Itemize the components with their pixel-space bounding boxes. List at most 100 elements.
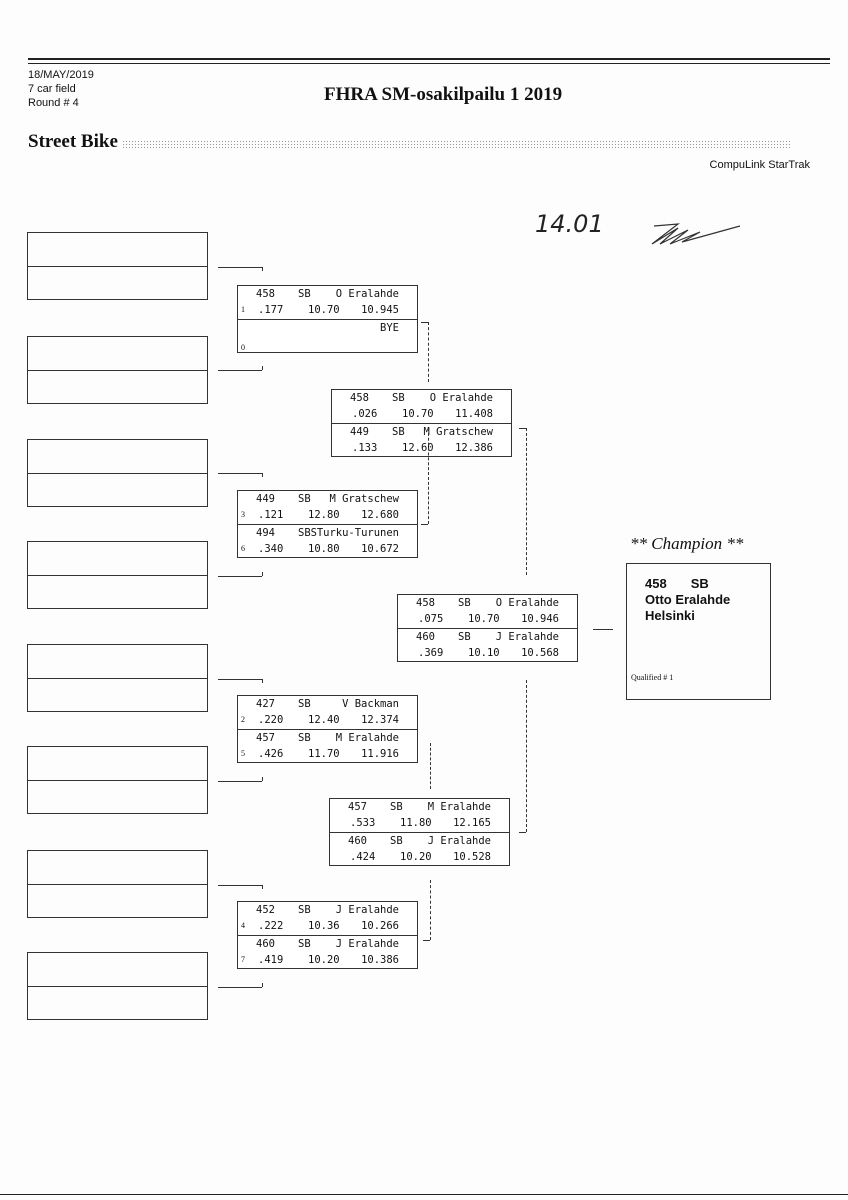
elapsed-time: 10.946 [521, 613, 559, 625]
connector-line [218, 987, 262, 988]
racer-name: V Backman [342, 698, 399, 710]
connector-tick [262, 366, 263, 370]
reaction-time: .533 [350, 817, 376, 829]
top-rule-thin [28, 63, 830, 64]
qualifying-seed: 1 [241, 305, 245, 314]
racer-times-row: 0 [238, 340, 417, 356]
dial-in: 10.70 [468, 613, 500, 625]
dial-in: 11.70 [308, 748, 340, 760]
reaction-time: .075 [418, 613, 444, 625]
bike-number: 427 [256, 698, 275, 710]
dotted-fill [122, 140, 792, 150]
bracket-dashed-line [430, 743, 431, 789]
racer-class: SB [298, 732, 311, 744]
dial-in: 10.10 [468, 647, 500, 659]
bracket-corner [519, 832, 526, 833]
racer-name: M Gratschew [329, 493, 399, 505]
racer-class: SB [390, 801, 403, 813]
elapsed-time: 12.680 [361, 509, 399, 521]
connector-line [218, 370, 262, 371]
racer-name: J Eralahde [335, 938, 399, 950]
racer-class: SB [458, 631, 471, 643]
racer-class: SB [298, 288, 311, 300]
bike-number: 458 [350, 392, 369, 404]
bike-number: 460 [416, 631, 435, 643]
champion-city: Helsinki [645, 608, 695, 623]
racer-name: O Eralahde [495, 597, 559, 609]
bike-number: 458 [416, 597, 435, 609]
reaction-time: .369 [418, 647, 444, 659]
bike-number: 460 [256, 938, 275, 950]
connector-line [218, 781, 262, 782]
bike-number: 452 [256, 904, 275, 916]
racer-id-row: BYE [238, 320, 417, 336]
top-rule [28, 58, 830, 60]
reaction-time: .426 [258, 748, 284, 760]
qualifying-seed: 3 [241, 510, 245, 519]
reaction-time: .419 [258, 954, 284, 966]
bike-number: 457 [256, 732, 275, 744]
elapsed-time: 10.528 [453, 851, 491, 863]
empty-qualifier-slot [27, 850, 208, 918]
racer-name: J Eralahde [335, 904, 399, 916]
racer-class: SB [298, 493, 311, 505]
qualifying-seed: 2 [241, 715, 245, 724]
reaction-time: .222 [258, 920, 284, 932]
empty-qualifier-slot [27, 746, 208, 814]
racer-class: SB [298, 938, 311, 950]
elapsed-time: 11.916 [361, 748, 399, 760]
slot-divider [28, 370, 207, 371]
connector-line [218, 885, 262, 886]
handwritten-note: 14.01 [535, 210, 604, 238]
racer-id-row: 460 SB J Eralahde [238, 936, 417, 952]
bracket-dashed-line [428, 322, 429, 382]
elapsed-time: 10.266 [361, 920, 399, 932]
racer-times-row: .075 10.70 10.946 [398, 611, 577, 627]
bracket-corner [421, 524, 428, 525]
dial-in: 12.40 [308, 714, 340, 726]
racer-class: SBS [298, 527, 317, 539]
connector-tick [262, 267, 263, 271]
racer-class: SB [392, 426, 405, 438]
final-to-champion-line [593, 629, 613, 630]
reaction-time: .026 [352, 408, 378, 420]
dial-in: 12.80 [308, 509, 340, 521]
bike-number: 460 [348, 835, 367, 847]
reaction-time: .424 [350, 851, 376, 863]
qualifying-seed: 6 [241, 544, 245, 553]
empty-qualifier-slot [27, 232, 208, 300]
empty-qualifier-slot [27, 952, 208, 1020]
dial-in: 12.60 [402, 442, 434, 454]
elapsed-time: 12.165 [453, 817, 491, 829]
slot-divider [28, 986, 207, 987]
empty-qualifier-slot [27, 439, 208, 507]
champion-label: ** Champion ** [630, 534, 744, 553]
field-size: 7 car field [28, 83, 76, 95]
qualifying-seed: 7 [241, 955, 245, 964]
reaction-time: .340 [258, 543, 284, 555]
connector-line [218, 679, 262, 680]
bracket-dashed-line [428, 428, 429, 524]
dial-in: 10.70 [308, 304, 340, 316]
elapsed-time: 10.672 [361, 543, 399, 555]
racer-name: O Eralahde [429, 392, 493, 404]
